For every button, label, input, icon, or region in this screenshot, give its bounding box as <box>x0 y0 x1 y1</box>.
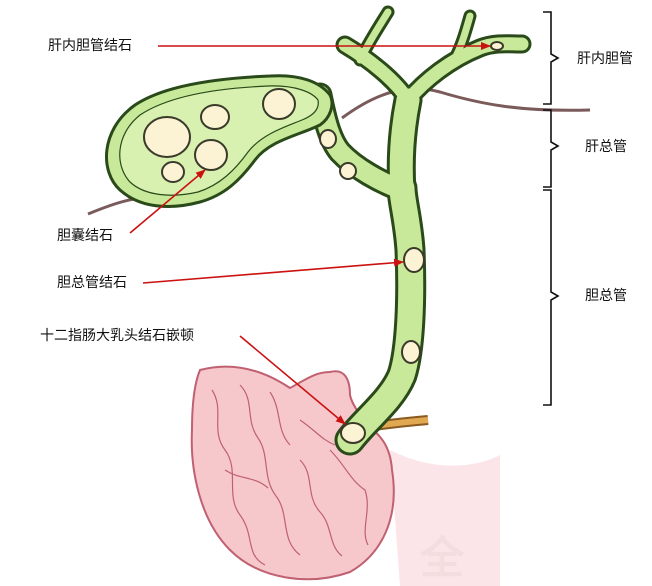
gallbladder-stone <box>262 88 296 120</box>
gallbladder-stone <box>194 139 228 171</box>
label-common-bile-duct: 胆总管 <box>585 288 627 304</box>
brace-common-bile-duct <box>543 189 560 406</box>
arrow-papilla-stone <box>239 335 346 425</box>
intrahepatic-duct-stone <box>490 41 504 51</box>
common-bile-duct-stone <box>401 340 421 364</box>
label-gallbladder-stone: 胆囊结石 <box>57 228 113 244</box>
brace-intrahepatic-duct <box>543 11 560 105</box>
gallbladder-stone <box>161 161 185 183</box>
label-intrahepatic-duct: 肝内胆管 <box>577 51 633 67</box>
stones <box>143 41 504 444</box>
gallbladder-stone <box>200 104 230 130</box>
label-common-hepatic-duct: 肝总管 <box>585 139 627 155</box>
arrow-cbd-stone <box>142 258 404 284</box>
duodenum-folds <box>211 384 369 566</box>
common-bile-duct-stone <box>403 247 425 273</box>
label-cbd-stone: 胆总管结石 <box>57 275 127 291</box>
cystic-duct-stone <box>319 129 337 149</box>
papilla-stone <box>340 422 366 444</box>
liver-edge-line <box>87 196 141 216</box>
anatomy-braces <box>543 11 560 406</box>
biliary-tree-outline <box>307 5 532 456</box>
arrow-gallbladder-stone <box>129 169 206 234</box>
gallbladder-stone <box>143 116 191 158</box>
watermark: 全 <box>420 533 464 584</box>
brace-common-hepatic-duct <box>543 109 560 188</box>
pointer-arrows <box>129 42 491 425</box>
duodenum-shadow <box>390 450 500 586</box>
label-papilla-stone: 十二指肠大乳头结石嵌顿 <box>40 328 194 344</box>
liver-edge-line <box>341 87 591 120</box>
cystic-duct-stone <box>339 162 357 180</box>
label-intrahepatic-stone: 肝内胆管结石 <box>48 38 132 54</box>
